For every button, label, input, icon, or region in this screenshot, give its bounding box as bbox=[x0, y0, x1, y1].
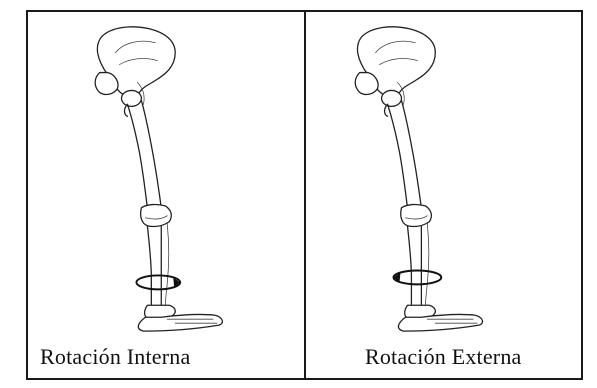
panel-caption: Rotación Interna bbox=[28, 344, 304, 370]
skeleton-leg-illustration bbox=[28, 12, 304, 332]
figure-table: Rotación Interna bbox=[26, 10, 583, 380]
skeleton-leg-illustration bbox=[306, 12, 582, 332]
panel-external-rotation: Rotación Externa bbox=[304, 12, 582, 378]
panel-internal-rotation: Rotación Interna bbox=[28, 12, 304, 378]
panel-caption: Rotación Externa bbox=[306, 344, 582, 370]
